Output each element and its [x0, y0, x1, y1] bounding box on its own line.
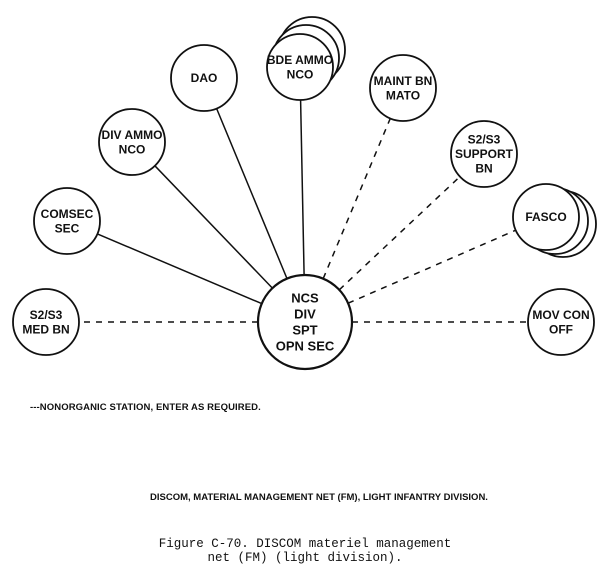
link-fasco: [347, 229, 516, 304]
station-circle: [98, 108, 166, 176]
station-label-line: MATO: [386, 88, 420, 102]
station-label-line: DIV AMMO: [102, 128, 163, 142]
link-dao: [215, 108, 288, 279]
link-comsec-sec: [97, 233, 262, 305]
station-label-line: MAINT BN: [374, 74, 433, 88]
hub-label-line: SPT: [292, 323, 317, 338]
station-circle: [12, 288, 80, 356]
hub-label-line: NCS: [291, 291, 319, 306]
station-label-line: MOV CON: [532, 308, 589, 322]
station-circle: [170, 44, 238, 112]
station-label-line: SUPPORT: [455, 147, 514, 161]
hub-circle: [256, 273, 354, 371]
station-label-line: OFF: [549, 322, 573, 336]
hub-label-line: OPN SEC: [276, 339, 335, 354]
station-label-line: BDE AMMO: [267, 53, 333, 67]
link-div-ammo-nco: [154, 165, 273, 289]
station-label-line: NCO: [287, 67, 314, 81]
station-circle: [266, 33, 334, 101]
station-label-line: COMSEC: [41, 207, 94, 221]
station-label-line: NCO: [119, 142, 146, 156]
net-links: [79, 99, 528, 323]
link-maint-bn-mato: [322, 118, 391, 279]
hub-label-line: DIV: [294, 307, 316, 322]
figure-caption: Figure C-70. DISCOM materiel management …: [158, 537, 452, 565]
station-label-line: S2/S3: [468, 133, 501, 147]
station-label-line: S2/S3: [30, 308, 63, 322]
station-circle: [527, 288, 595, 356]
station-label-line: SEC: [55, 221, 80, 235]
legend-note: ---NONORGANIC STATION, ENTER AS REQUIRED…: [30, 402, 261, 413]
station-circle: [33, 187, 101, 255]
station-label-line: BN: [475, 162, 492, 176]
station-fasco: FASCO: [512, 183, 597, 258]
link-s2s3-support-bn: [338, 176, 461, 291]
link-bde-ammo-nco: [299, 99, 305, 276]
station-label-line: MED BN: [22, 322, 69, 336]
station-label-line: FASCO: [525, 210, 566, 224]
station-circle: [369, 54, 437, 122]
station-dao: DAO: [170, 44, 238, 112]
station-circle: [450, 120, 518, 188]
station-label-line: DAO: [191, 71, 218, 85]
station-circle: [512, 183, 580, 251]
diagram-subtitle: DISCOM, MATERIAL MANAGEMENT NET (FM), LI…: [150, 492, 488, 503]
